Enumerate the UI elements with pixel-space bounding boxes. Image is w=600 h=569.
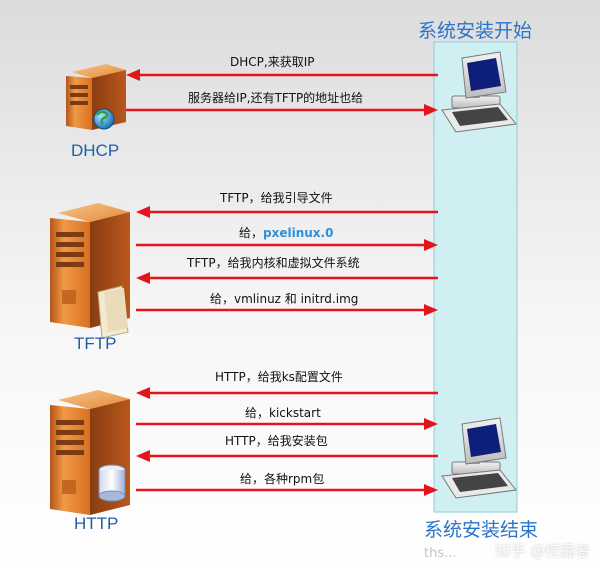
http-label: HTTP xyxy=(74,514,119,533)
message-label: 服务器给IP,还有TFTP的地址也给 xyxy=(188,91,364,105)
message-label-prefix: 给， xyxy=(239,226,264,240)
message-arrowhead xyxy=(136,206,150,218)
message-arrowhead xyxy=(424,418,438,430)
message-arrowhead xyxy=(424,104,438,116)
watermark: 知乎 @挖掘者 xyxy=(495,542,590,560)
client-computer-icon xyxy=(441,51,517,133)
message-arrowhead xyxy=(424,484,438,496)
message-label: TFTP，给我引导文件 xyxy=(220,191,333,205)
message-label: HTTP，给我安装包 xyxy=(225,434,328,448)
message-label: 给，pxelinux.0 xyxy=(239,224,333,241)
message-label: 给，kickstart xyxy=(245,406,321,420)
message-label: 给，各种rpm包 xyxy=(240,472,325,486)
message-arrowhead xyxy=(424,304,438,316)
message-label: HTTP，给我ks配置文件 xyxy=(215,370,343,384)
tftp-label: TFTP xyxy=(74,334,117,353)
message-arrowhead xyxy=(136,387,150,399)
message-arrowhead xyxy=(424,239,438,251)
tftp-server-icon xyxy=(50,203,130,339)
message-label: TFTP，给我内核和虚拟文件系统 xyxy=(187,256,360,270)
message-arrowhead xyxy=(126,69,140,81)
client-computer-icon xyxy=(441,417,517,499)
start-title: 系统安装开始 xyxy=(418,20,533,42)
watermark-faint: ths... xyxy=(424,546,457,561)
message-label: 给，vmlinuz 和 initrd.img xyxy=(210,292,359,306)
end-title: 系统安装结束 xyxy=(424,519,539,541)
message-label-highlight: pxelinux.0 xyxy=(263,226,334,240)
dhcp-label: DHCP xyxy=(71,141,120,160)
dhcp-server-icon xyxy=(66,64,126,130)
message-arrowhead xyxy=(136,450,150,462)
http-server-icon xyxy=(50,390,130,515)
message-label: DHCP,来获取IP xyxy=(230,55,315,69)
message-arrows xyxy=(126,69,438,496)
message-arrowhead xyxy=(136,272,150,284)
